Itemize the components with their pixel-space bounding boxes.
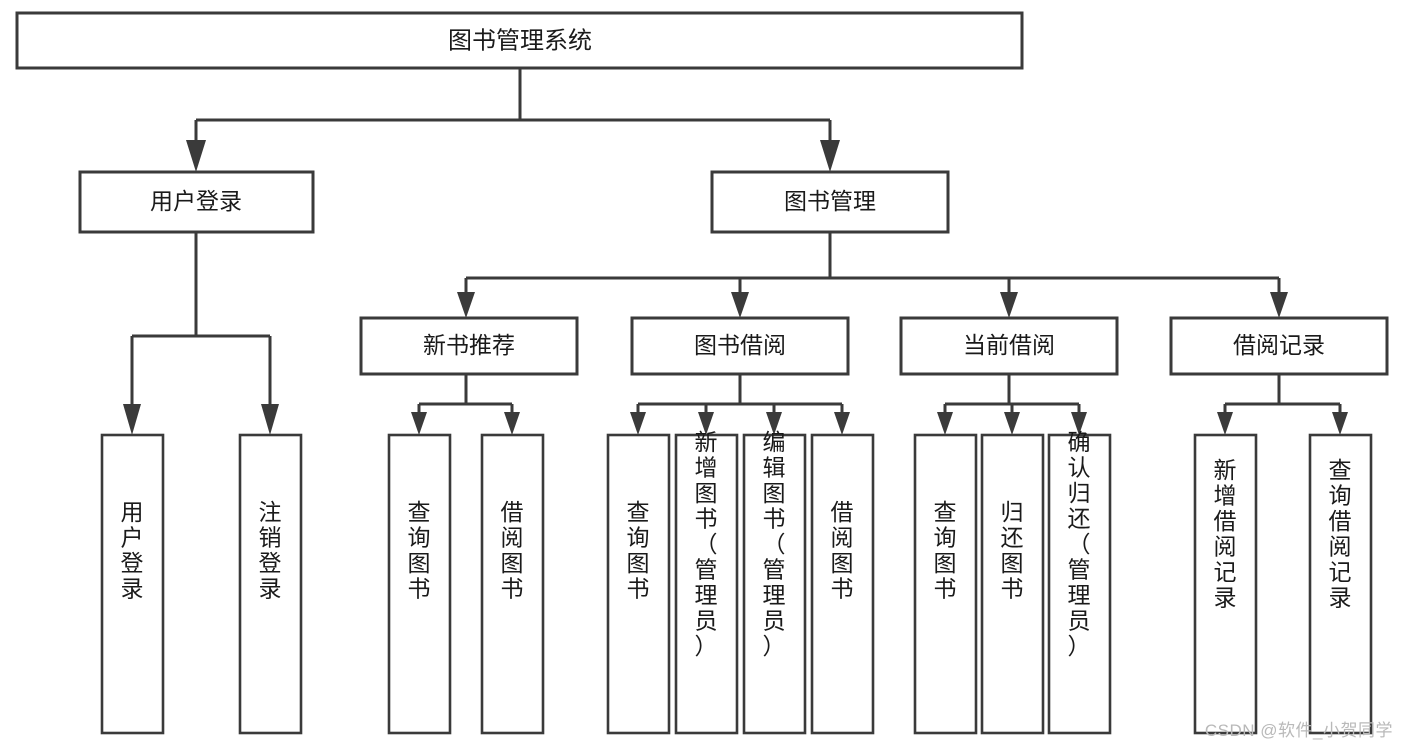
node-leaf-add-record-label: 新增借阅记录 <box>1214 457 1237 611</box>
node-leaf-add-book-box[interactable] <box>674 433 739 735</box>
node-leaf-query-book-2-box[interactable] <box>606 433 671 735</box>
node-leaf-borrow-book-1-box[interactable] <box>480 433 545 735</box>
node-leaf-borrow-book-1-label: 借阅图书 <box>501 499 524 602</box>
arrow-head-leaf-logout <box>261 404 279 435</box>
node-leaf-return-book[interactable]: 归还图书 <box>980 433 1045 735</box>
node-leaf-query-record-label: 查询借阅记录 <box>1329 457 1352 611</box>
node-user-login-label: 用户登录 <box>150 188 242 214</box>
node-book-manage-box[interactable] <box>710 170 950 234</box>
node-book-borrow[interactable]: 图书借阅 <box>630 316 850 376</box>
arrow-head-leaf-query-book-1 <box>411 412 427 435</box>
node-leaf-query-book-1[interactable]: 查询图书 <box>387 433 452 735</box>
arrow-head-new-book-recommend <box>457 292 475 318</box>
node-book-borrow-label: 图书借阅 <box>694 332 786 358</box>
node-leaf-edit-book-box[interactable] <box>742 433 807 735</box>
node-leaf-borrow-book-1[interactable]: 借阅图书 <box>480 433 545 735</box>
node-leaf-user-login[interactable]: 用户登录 <box>100 433 165 735</box>
arrow-head-leaf-borrow-book-1 <box>504 412 520 435</box>
node-leaf-borrow-book-2[interactable]: 借阅图书 <box>810 433 875 735</box>
node-user-login[interactable]: 用户登录 <box>78 170 315 234</box>
node-leaf-add-record-box[interactable] <box>1193 433 1258 735</box>
node-new-book-recommend[interactable]: 新书推荐 <box>359 316 579 376</box>
node-root-label: 图书管理系统 <box>448 27 592 54</box>
arrow-head-leaf-query-book-2 <box>630 412 646 435</box>
node-leaf-logout[interactable]: 注销登录 <box>238 433 303 735</box>
node-leaf-add-book-label: 新增图书（管理员） <box>695 429 718 659</box>
node-leaf-query-book-2[interactable]: 查询图书 <box>606 433 671 735</box>
arrow-head-book-manage <box>820 140 840 172</box>
node-borrow-records-label: 借阅记录 <box>1233 332 1325 358</box>
arrow-head-current-borrow <box>1000 292 1018 318</box>
node-new-book-recommend-label: 新书推荐 <box>423 332 515 358</box>
node-leaf-confirm-return[interactable]: 确认归还（管理员） <box>1047 429 1112 735</box>
node-leaf-query-book-1-label: 查询图书 <box>408 499 431 602</box>
node-leaf-logout-label: 注销登录 <box>259 499 282 602</box>
node-leaf-add-book[interactable]: 新增图书（管理员） <box>674 429 739 735</box>
node-leaf-query-book-2-label: 查询图书 <box>627 499 650 602</box>
node-leaf-user-login-label: 用户登录 <box>121 499 144 602</box>
node-leaf-query-record-box[interactable] <box>1308 433 1373 735</box>
node-book-manage-label: 图书管理 <box>784 188 876 214</box>
node-leaf-return-book-box[interactable] <box>980 433 1045 735</box>
arrow-head-leaf-return-book <box>1004 412 1020 435</box>
arrow-head-book-borrow <box>731 292 749 318</box>
node-leaf-borrow-book-2-box[interactable] <box>810 433 875 735</box>
node-leaf-return-book-label: 归还图书 <box>1001 499 1024 602</box>
node-leaf-query-book-3-label: 查询图书 <box>934 499 957 602</box>
arrow-head-leaf-query-record <box>1332 412 1348 435</box>
node-leaf-confirm-return-label: 确认归还（管理员） <box>1068 429 1091 659</box>
node-leaf-query-record[interactable]: 查询借阅记录 <box>1308 433 1373 735</box>
node-book-borrow-box[interactable] <box>630 316 850 376</box>
arrow-head-leaf-add-book <box>698 412 714 435</box>
node-leaf-user-login-box[interactable] <box>100 433 165 735</box>
node-current-borrow[interactable]: 当前借阅 <box>899 316 1119 376</box>
arrow-head-leaf-query-book-3 <box>937 412 953 435</box>
node-borrow-records-box[interactable] <box>1169 316 1389 376</box>
node-leaf-query-book-3-box[interactable] <box>913 433 978 735</box>
arrow-head-borrow-records <box>1270 292 1288 318</box>
node-leaf-borrow-book-2-label: 借阅图书 <box>831 499 854 602</box>
node-book-manage[interactable]: 图书管理 <box>710 170 950 234</box>
arrow-head-leaf-add-record <box>1217 412 1233 435</box>
node-leaf-edit-book[interactable]: 编辑图书（管理员） <box>742 429 807 735</box>
arrow-head-leaf-user-login <box>123 404 141 435</box>
arrow-head-user-login <box>186 140 206 172</box>
node-leaf-confirm-return-box[interactable] <box>1047 433 1112 735</box>
node-user-login-box[interactable] <box>78 170 315 234</box>
node-leaf-query-book-3[interactable]: 查询图书 <box>913 433 978 735</box>
node-borrow-records[interactable]: 借阅记录 <box>1169 316 1389 376</box>
arrow-head-leaf-confirm-return <box>1071 412 1087 435</box>
node-root-box[interactable] <box>15 11 1024 70</box>
arrow-head-leaf-edit-book <box>766 412 782 435</box>
node-new-book-recommend-box[interactable] <box>359 316 579 376</box>
node-leaf-query-book-1-box[interactable] <box>387 433 452 735</box>
node-current-borrow-label: 当前借阅 <box>963 332 1055 358</box>
node-leaf-edit-book-label: 编辑图书（管理员） <box>763 429 786 659</box>
node-leaf-add-record[interactable]: 新增借阅记录 <box>1193 433 1258 735</box>
connector-layer <box>123 68 1348 435</box>
node-leaf-logout-box[interactable] <box>238 433 303 735</box>
node-root[interactable]: 图书管理系统 <box>15 11 1024 70</box>
node-current-borrow-box[interactable] <box>899 316 1119 376</box>
arrow-head-leaf-borrow-book-2 <box>834 412 850 435</box>
